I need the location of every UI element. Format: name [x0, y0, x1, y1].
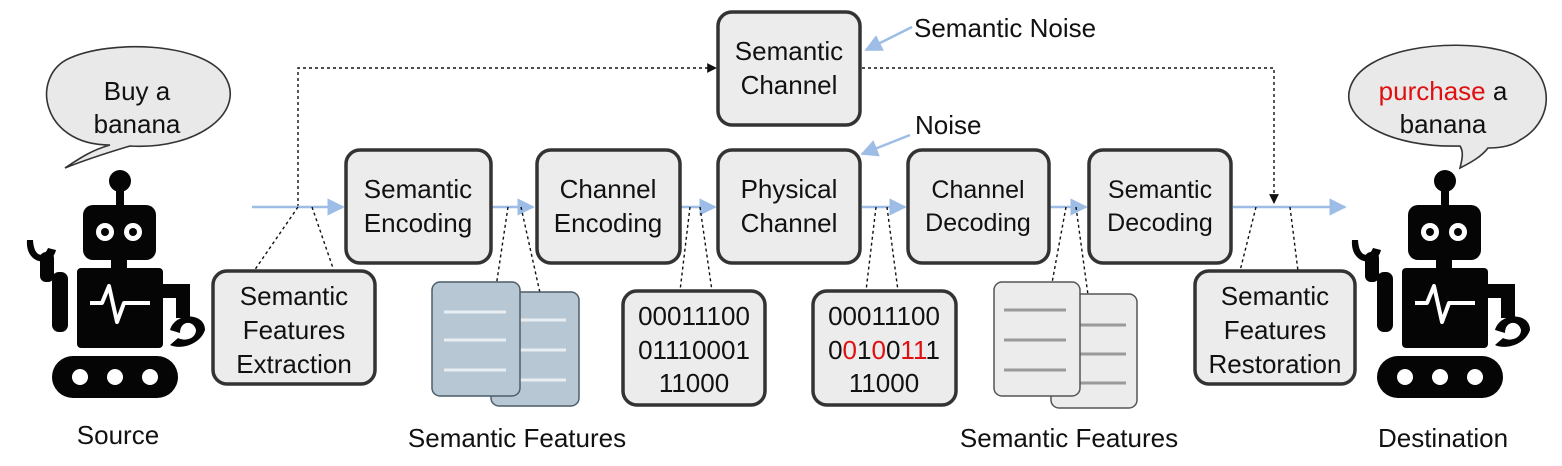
block-channel-encoding-line2: Encoding [554, 208, 662, 238]
block-semantic-encoding: Semantic Encoding [344, 148, 493, 265]
dotted-arrow-to-semantic-channel [297, 63, 717, 207]
bit: 1 [925, 335, 939, 365]
block-semantic-decoding-line2: Decoding [1107, 209, 1213, 237]
source-bubble-line2: banana [94, 109, 181, 139]
block-channel-encoding: Channel Encoding [535, 148, 682, 265]
destination-speech-bubble: purchase a banana [1347, 44, 1547, 170]
destination-bubble-line2: banana [1400, 109, 1487, 139]
bits-sent-line1: 00011100 [638, 301, 750, 331]
source-bubble-line1: Buy a [104, 76, 171, 106]
semantic-noise-label: Semantic Noise [914, 13, 1096, 43]
semantic-features-left-label: Semantic Features [408, 423, 626, 453]
block-semantic-decoding-line1: Semantic [1108, 176, 1212, 204]
block-semantic-channel-line2: Channel [741, 70, 838, 100]
bits-received-line1: 00011100 [828, 301, 940, 331]
bit: 0 [828, 335, 842, 365]
bits-received-line2: 00100111 [828, 335, 940, 365]
block-physical-channel: Physical Channel [716, 148, 862, 265]
bits-sent-line3: 11000 [659, 368, 729, 398]
bits-received-box: 00011100 00100111 11000 [811, 289, 958, 407]
bits-received-line3: 11000 [849, 368, 919, 398]
block-channel-decoding-line1: Channel [931, 176, 1024, 204]
bits-sent-line2: 01110001 [638, 335, 750, 365]
block-semantic-channel: Semantic Channel [716, 10, 862, 127]
semantic-noise-arrow [864, 25, 913, 52]
block-features-restoration: Semantic Features Restoration [1193, 269, 1357, 386]
block-semantic-channel-line1: Semantic [735, 36, 843, 66]
block-features-extraction-line1: Semantic [240, 281, 348, 311]
block-features-extraction-line2: Features [243, 315, 346, 345]
block-features-extraction: Semantic Features Extraction [211, 269, 377, 386]
semantic-features-right-label: Semantic Features [960, 423, 1178, 453]
block-physical-channel-line2: Channel [741, 208, 838, 238]
destination-bubble-line1: purchase a [1379, 76, 1508, 106]
semantic-features-docs-left [431, 281, 580, 407]
destination-label: Destination [1378, 423, 1508, 453]
error-bit: 1 [900, 335, 914, 365]
semantic-path-dotted-arrows [297, 63, 1279, 207]
bits-sent-box: 00011100 01110001 11000 [621, 289, 767, 407]
error-bit: 1 [913, 335, 927, 365]
block-physical-channel-line1: Physical [741, 174, 838, 204]
block-features-extraction-line3: Extraction [236, 349, 352, 379]
error-bit: 0 [871, 335, 885, 365]
error-bit: 0 [843, 335, 857, 365]
noise-label: Noise [915, 110, 981, 140]
source-robot-icon [26, 170, 205, 398]
destination-robot-icon [1351, 170, 1530, 398]
block-channel-encoding-line1: Channel [560, 174, 657, 204]
block-features-restoration-line1: Semantic [1221, 281, 1329, 311]
changed-word: purchase [1379, 76, 1486, 106]
source-label: Source [77, 420, 159, 450]
block-features-restoration-line3: Restoration [1209, 349, 1342, 379]
noise-arrow [860, 133, 911, 157]
block-semantic-encoding-line2: Encoding [364, 208, 472, 238]
block-features-restoration-line2: Features [1224, 315, 1327, 345]
block-channel-decoding-line2: Decoding [925, 209, 1031, 237]
semantic-features-docs-right [993, 281, 1138, 409]
block-channel-decoding: Channel Decoding [906, 148, 1051, 265]
source-speech-bubble: Buy a banana [45, 45, 231, 169]
block-semantic-decoding: Semantic Decoding [1087, 148, 1233, 265]
block-semantic-encoding-line1: Semantic [364, 174, 472, 204]
bit: 1 [857, 335, 871, 365]
bit: 0 [886, 335, 900, 365]
callout-lines [253, 206, 1299, 296]
